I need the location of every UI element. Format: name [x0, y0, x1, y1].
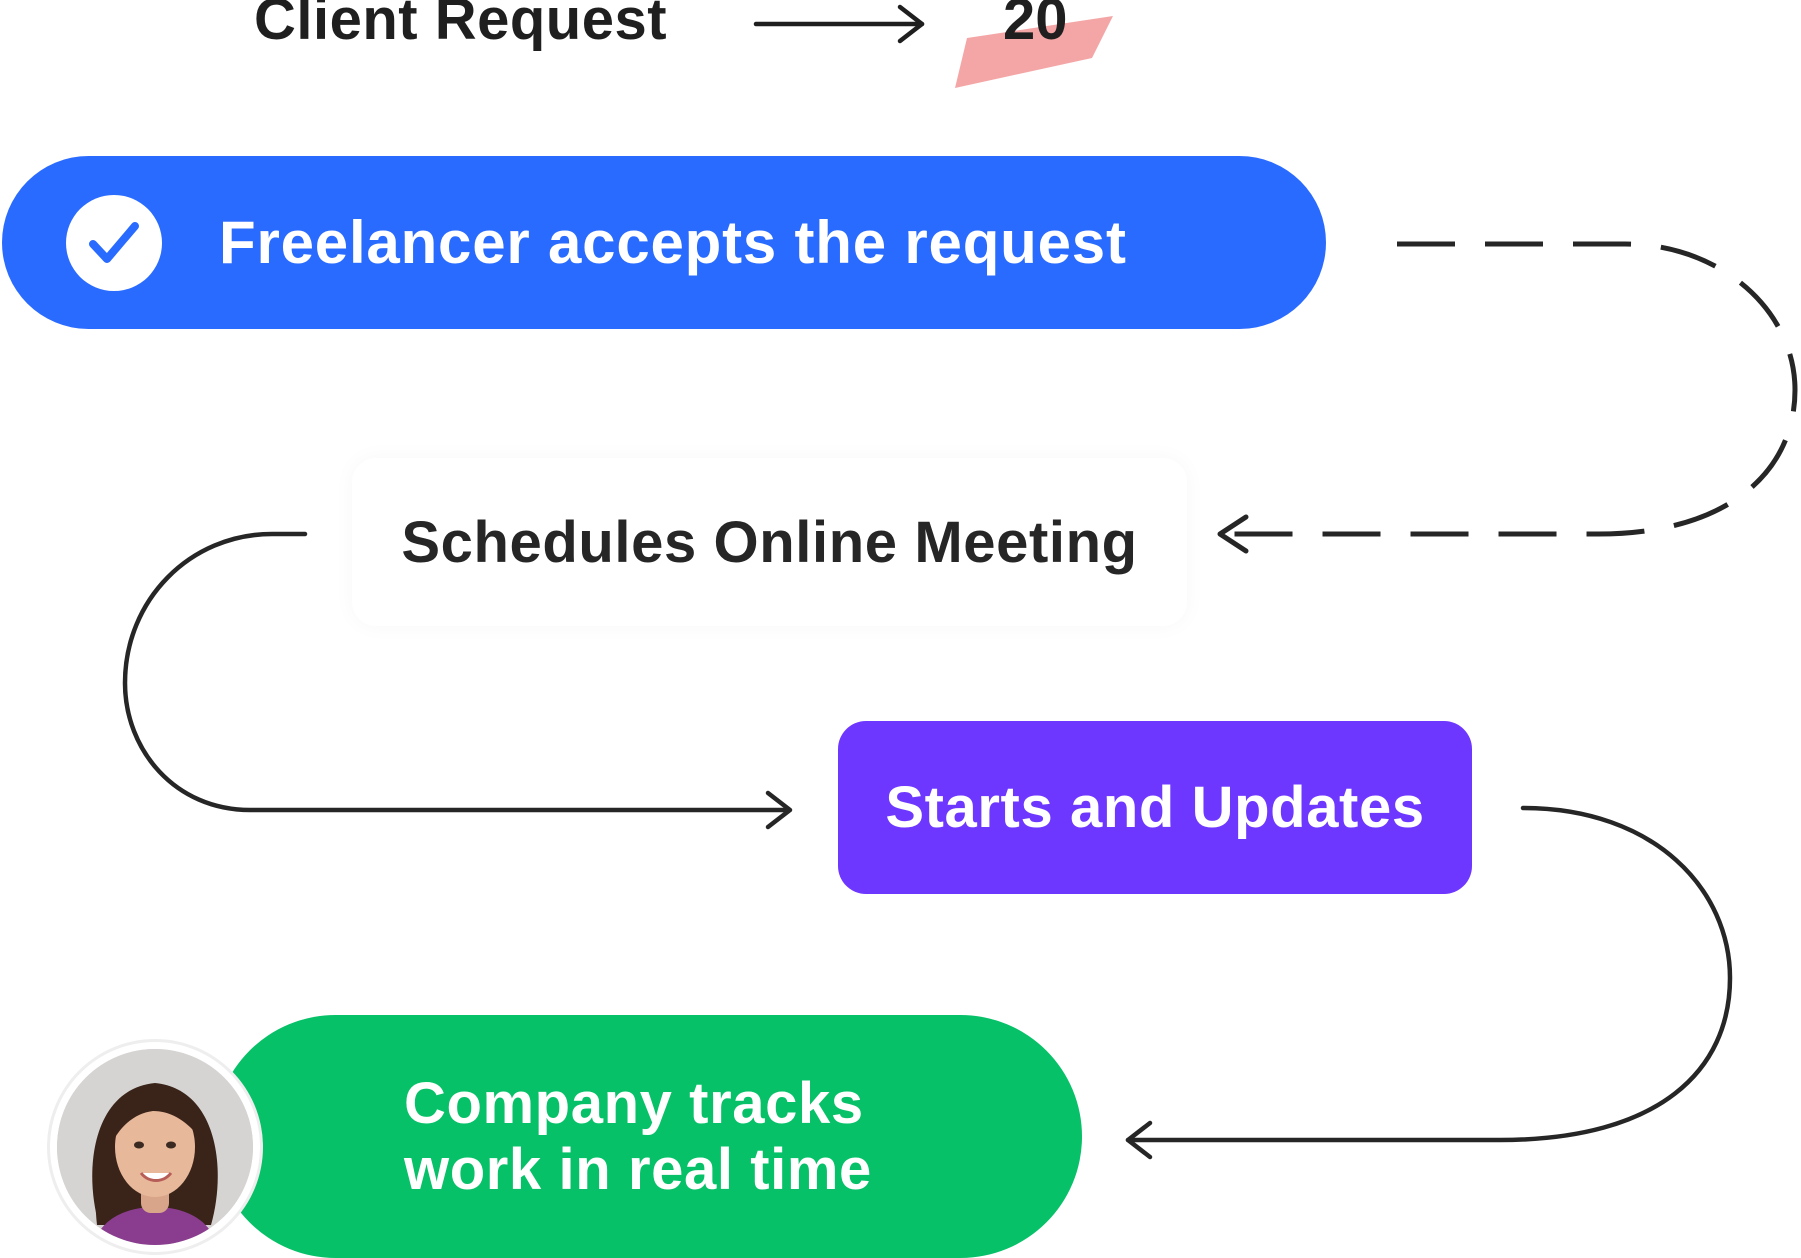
step-company-tracks-line1: Company tracks: [404, 1070, 864, 1136]
step-schedules-meeting: Schedules Online Meeting: [352, 458, 1187, 626]
check-mark: [89, 222, 139, 263]
client-request-title: Client Request: [254, 0, 668, 52]
check-icon: [66, 195, 162, 291]
step-starts-updates: Starts and Updates: [838, 721, 1472, 894]
step-freelancer-accepts: Freelancer accepts the request: [2, 156, 1326, 329]
step-starts-updates-label: Starts and Updates: [885, 775, 1425, 840]
count-tag-shape: [955, 16, 1113, 88]
step-freelancer-accepts-label: Freelancer accepts the request: [219, 209, 1127, 276]
request-count: 20: [955, 0, 1115, 90]
header-arrow: [753, 4, 925, 44]
request-count-value: 20: [1003, 0, 1068, 52]
avatar-illustration: [57, 1049, 253, 1245]
person-avatar: [50, 1042, 260, 1252]
step-company-tracks-line2: work in real time: [404, 1136, 872, 1202]
step-company-tracks: Company tracks work in real time: [214, 1015, 1082, 1258]
step-schedules-meeting-label: Schedules Online Meeting: [401, 509, 1138, 575]
